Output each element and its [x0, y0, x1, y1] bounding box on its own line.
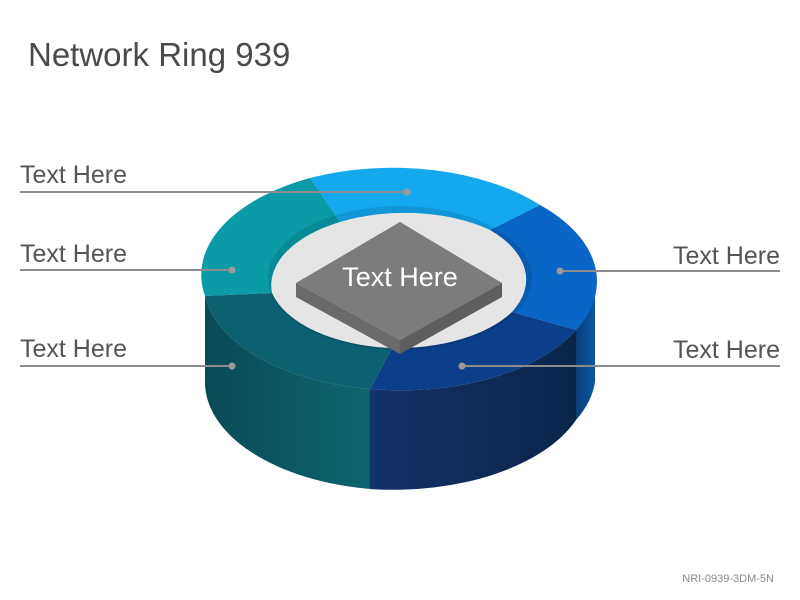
callout-low-left: Text Here: [20, 335, 127, 363]
center-block-left-face: [296, 283, 400, 354]
callout-low-right: Text Here: [673, 336, 780, 364]
center-block-top: [296, 222, 502, 340]
leader-lines: [20, 191, 780, 367]
leader-dot-low-right: [458, 362, 466, 370]
ring-wall-left: [204, 296, 370, 489]
ring-segment-right: [490, 205, 597, 330]
ring-segment-bottom: [370, 312, 576, 391]
ring-wall-right: [576, 282, 596, 420]
ring-wall-bottom: [370, 330, 576, 490]
callout-mid-left: Text Here: [20, 240, 127, 268]
leader-dot-mid-left: [228, 266, 236, 274]
ring-segment-left-lower: [205, 293, 392, 389]
callout-mid-right: Text Here: [673, 242, 780, 270]
ring-segment-left-upper: [201, 178, 340, 296]
center-block-right-face: [400, 283, 502, 354]
leader-dot-low-left: [228, 362, 236, 370]
leader-dot-top: [403, 188, 411, 196]
callout-top-left: Text Here: [20, 161, 127, 189]
leader-dots: [228, 188, 564, 370]
center-label: Text Here: [342, 262, 458, 292]
slide-title: Network Ring 939: [28, 36, 291, 73]
footer-code: NRI-0939-3DM-5N: [682, 573, 774, 585]
leader-dot-mid-right: [556, 267, 564, 275]
ring-segment-top: [310, 167, 540, 230]
